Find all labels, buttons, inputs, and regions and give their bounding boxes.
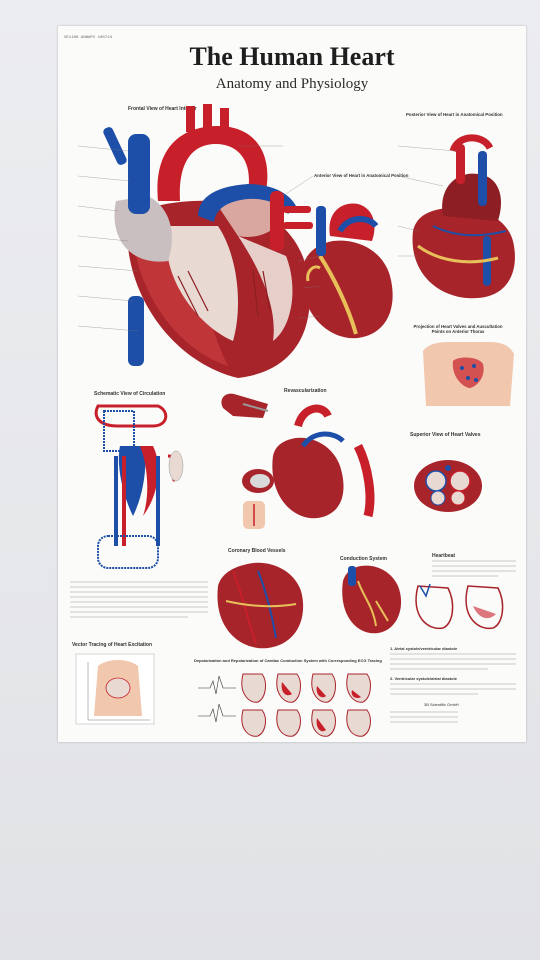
publisher-name: 3B Scientific GmbH (424, 702, 459, 707)
section-title-revascularization: Revascularization (284, 388, 327, 394)
superior-valves-illustration (414, 460, 482, 512)
coronary-vessels-illustration (217, 562, 304, 649)
section-title-conduction: Conduction System (340, 556, 387, 562)
thorax-projection-illustration (423, 342, 514, 406)
anatomy-poster: VE1106 ANNAPV 100724 The Human Heart Ana… (58, 26, 526, 742)
section-title-posterior: Posterior View of Heart in Anatomical Po… (406, 112, 503, 117)
circulation-schematic-illustration (94, 404, 184, 569)
poster-subtitle: Anatomy and Physiology (215, 76, 369, 92)
phase-2-heading: 2. Ventricular systole/atrial diastole (390, 676, 457, 681)
section-title-projection: Projection of Heart Valves and Auscultat… (413, 324, 503, 334)
revascularization-illustration (221, 393, 375, 529)
posterior-heart-illustration (412, 134, 515, 299)
conduction-system-illustration (342, 565, 402, 634)
section-title-vector: Vector Tracing of Heart Excitation (72, 642, 153, 648)
poster-illustrations (70, 104, 516, 737)
frontal-heart-illustration (103, 104, 313, 378)
poster-title: The Human Heart (189, 42, 395, 71)
text-block-lines (70, 560, 516, 723)
section-title-heartbeat: Heartbeat (432, 553, 456, 559)
anterior-heart-illustration (302, 203, 393, 339)
vector-tracing-illustration (75, 653, 155, 725)
section-title-superior: Superior View of Heart Valves (410, 432, 481, 438)
section-title-anterior: Anterior View of Heart in Anatomical Pos… (314, 173, 409, 178)
phase-1-heading: 1. Atrial systole/ventricular diastole (390, 646, 458, 651)
heartbeat-illustrations (415, 583, 504, 630)
label-leader-lines (77, 145, 457, 332)
ecg-sequence-illustration (198, 673, 371, 737)
section-title-schematic: Schematic View of Circulation (94, 391, 166, 397)
section-title-ecg: Depolarization and Repolarization of Car… (194, 658, 382, 663)
section-title-coronary: Coronary Blood Vessels (228, 548, 286, 554)
poster-code: VE1106 ANNAPV 100724 (64, 36, 113, 40)
section-title-frontal: Frontal View of Heart Interior (128, 106, 197, 112)
